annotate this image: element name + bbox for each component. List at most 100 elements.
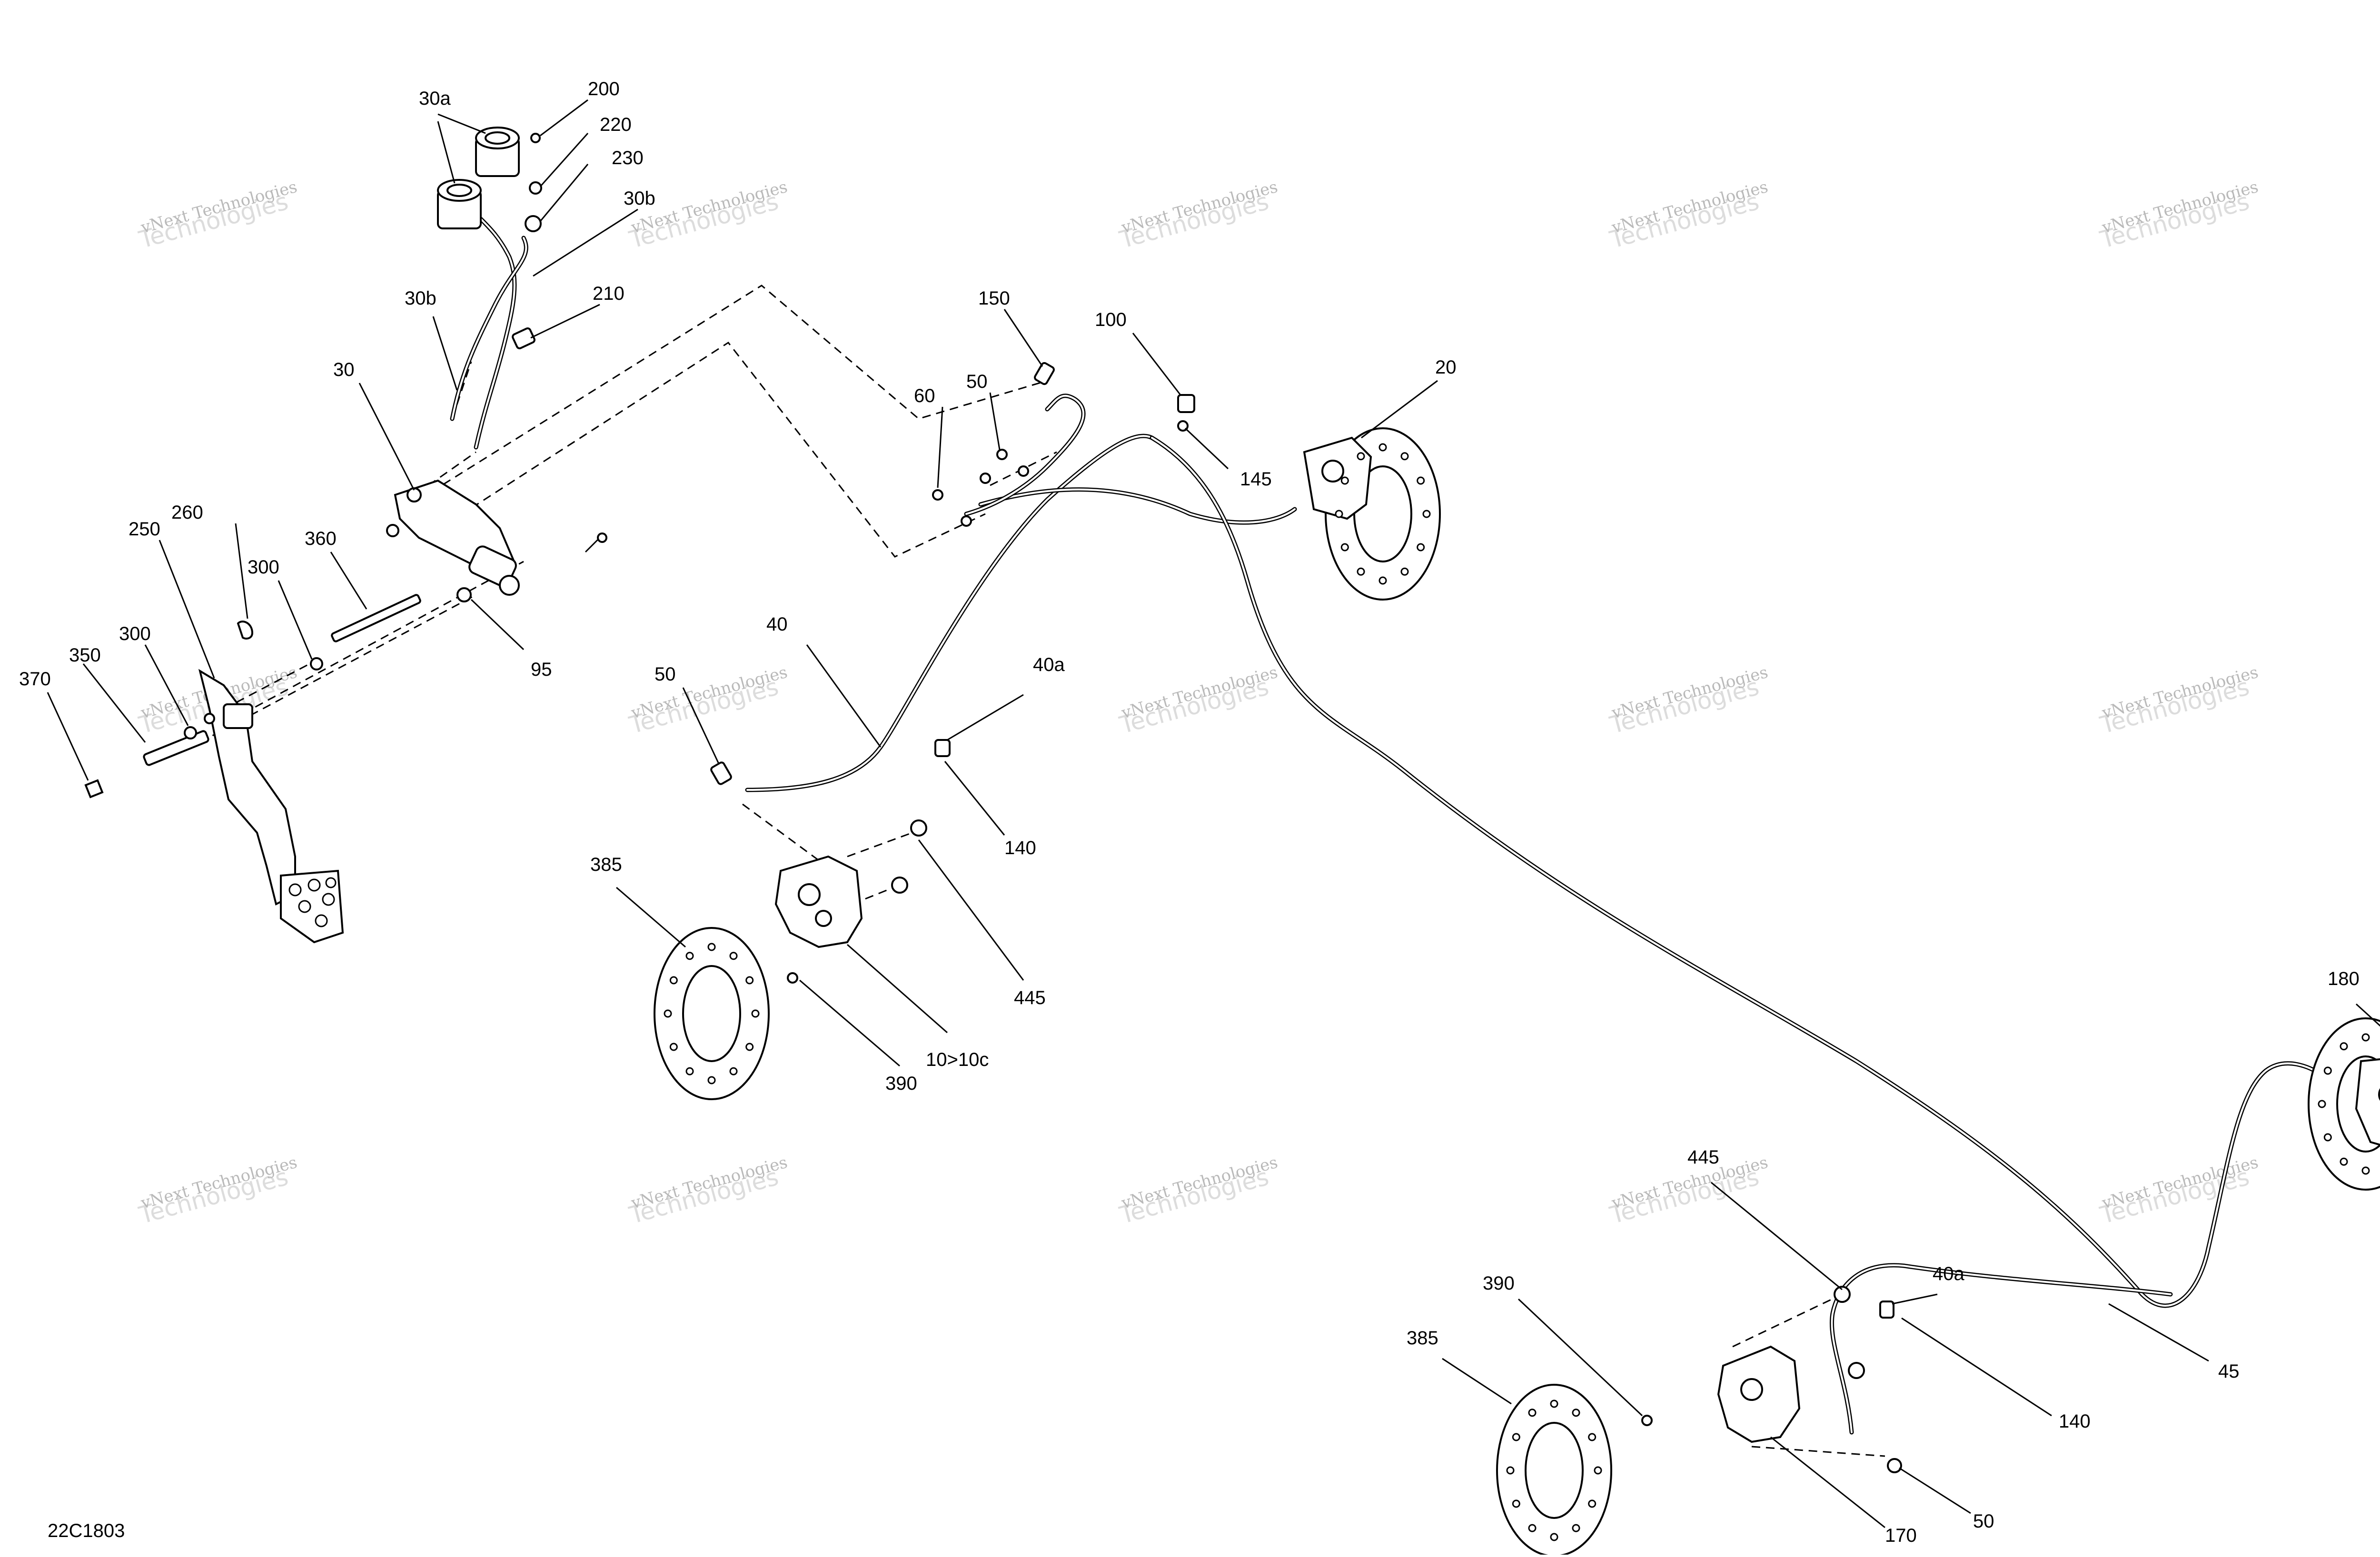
callout-50-right: 50 (1973, 1511, 1994, 1532)
disc-hole (1550, 1533, 1558, 1541)
disc-hole (1588, 1433, 1597, 1441)
callout-300-a: 300 (248, 557, 279, 578)
disc-hole (1378, 443, 1387, 452)
callout-30: 30 (333, 359, 355, 380)
disc-holes (1335, 443, 1431, 585)
callout-230: 230 (612, 148, 644, 168)
callout-50-mid: 50 (654, 664, 676, 685)
disc-hole (2340, 1157, 2348, 1166)
callout-40a-mid: 40a (1033, 654, 1065, 675)
master-cylinder-assembly (386, 127, 607, 602)
disc-hole (1417, 543, 1425, 552)
disc-hole (1528, 1524, 1537, 1532)
disc-hole (729, 952, 738, 960)
reservoir-lower (437, 179, 482, 229)
disc-hole (1340, 543, 1349, 552)
disc-hole (1588, 1499, 1597, 1508)
disc-hole (1357, 452, 1365, 461)
disc-hole (1572, 1524, 1580, 1532)
disc-hole (1400, 567, 1409, 576)
callout-20: 20 (1435, 357, 1457, 378)
callout-220: 220 (600, 114, 632, 135)
callout-100: 100 (1095, 309, 1127, 330)
disc-hole (2361, 1033, 2370, 1042)
callout-10-10c: 10>10c (926, 1049, 989, 1070)
disc-hole (669, 976, 678, 985)
disc-hole (1572, 1409, 1580, 1417)
disc-hole (1528, 1409, 1537, 1417)
disc-hole (1512, 1433, 1520, 1441)
disc-hole (1357, 567, 1365, 576)
disc-hole (751, 1009, 760, 1018)
callout-360: 360 (305, 528, 337, 549)
disc-hole (2340, 1042, 2348, 1051)
callout-150: 150 (978, 288, 1010, 309)
disc-hole (1512, 1499, 1520, 1508)
callout-250: 250 (129, 519, 160, 540)
brake-pedal-assembly (84, 594, 421, 944)
callout-45: 45 (2218, 1361, 2240, 1382)
callout-445-right: 445 (1687, 1147, 1719, 1168)
master-cylinder-body (394, 479, 520, 596)
callout-30a: 30a (419, 88, 451, 109)
rear-upper-brake (2308, 1017, 2380, 1191)
callout-390-right: 390 (1483, 1273, 1515, 1294)
callout-170: 170 (1885, 1525, 1917, 1546)
callout-390-left: 390 (885, 1073, 917, 1094)
disc-hole (2323, 1133, 2332, 1142)
disc-hole (664, 1009, 672, 1018)
callout-140-right: 140 (2059, 1411, 2091, 1432)
disc-hole (745, 976, 754, 985)
brake-lines (450, 217, 2325, 1435)
disc-hole (707, 943, 716, 951)
callout-95: 95 (531, 659, 552, 680)
disc-hole (685, 1067, 694, 1075)
front-right-brake (932, 362, 1441, 601)
disc-hole (1594, 1466, 1602, 1475)
disc-hole (2318, 1100, 2326, 1108)
reservoir-upper (475, 127, 520, 177)
disc-holes (1506, 1399, 1602, 1541)
callout-370: 370 (19, 669, 51, 690)
disc-hole (1417, 476, 1425, 485)
callout-40: 40 (766, 614, 788, 635)
rear-lower-brake (1496, 1286, 1902, 1557)
disc-hole (1400, 452, 1409, 461)
callout-30b-top: 30b (624, 188, 655, 209)
callout-260: 260 (171, 502, 203, 523)
callout-210: 210 (593, 283, 625, 304)
disc-hole (1550, 1399, 1558, 1408)
callout-385-left: 385 (590, 854, 622, 875)
disc-hole (2323, 1066, 2332, 1075)
disc-holes (2318, 1033, 2370, 1175)
callout-30b-left: 30b (405, 288, 436, 309)
disc-hole (1422, 510, 1431, 518)
disc-hole (685, 952, 694, 960)
disc-hole (1378, 576, 1387, 585)
disc-hole (2361, 1166, 2370, 1175)
disc-hole (1506, 1466, 1515, 1475)
callout-40a-right: 40a (1933, 1263, 1964, 1284)
figure-code: 22C1803 (48, 1520, 125, 1541)
callout-50-top: 50 (966, 371, 988, 392)
callout-445-mid: 445 (1014, 987, 1046, 1008)
assembly-dashed-lines (199, 285, 1885, 1457)
callout-145: 145 (1240, 469, 1272, 490)
disc-hole (1335, 510, 1343, 518)
callout-60: 60 (914, 385, 935, 406)
callout-300-b: 300 (119, 623, 151, 644)
disc-hole (745, 1043, 754, 1051)
small-fasteners (386, 133, 607, 602)
